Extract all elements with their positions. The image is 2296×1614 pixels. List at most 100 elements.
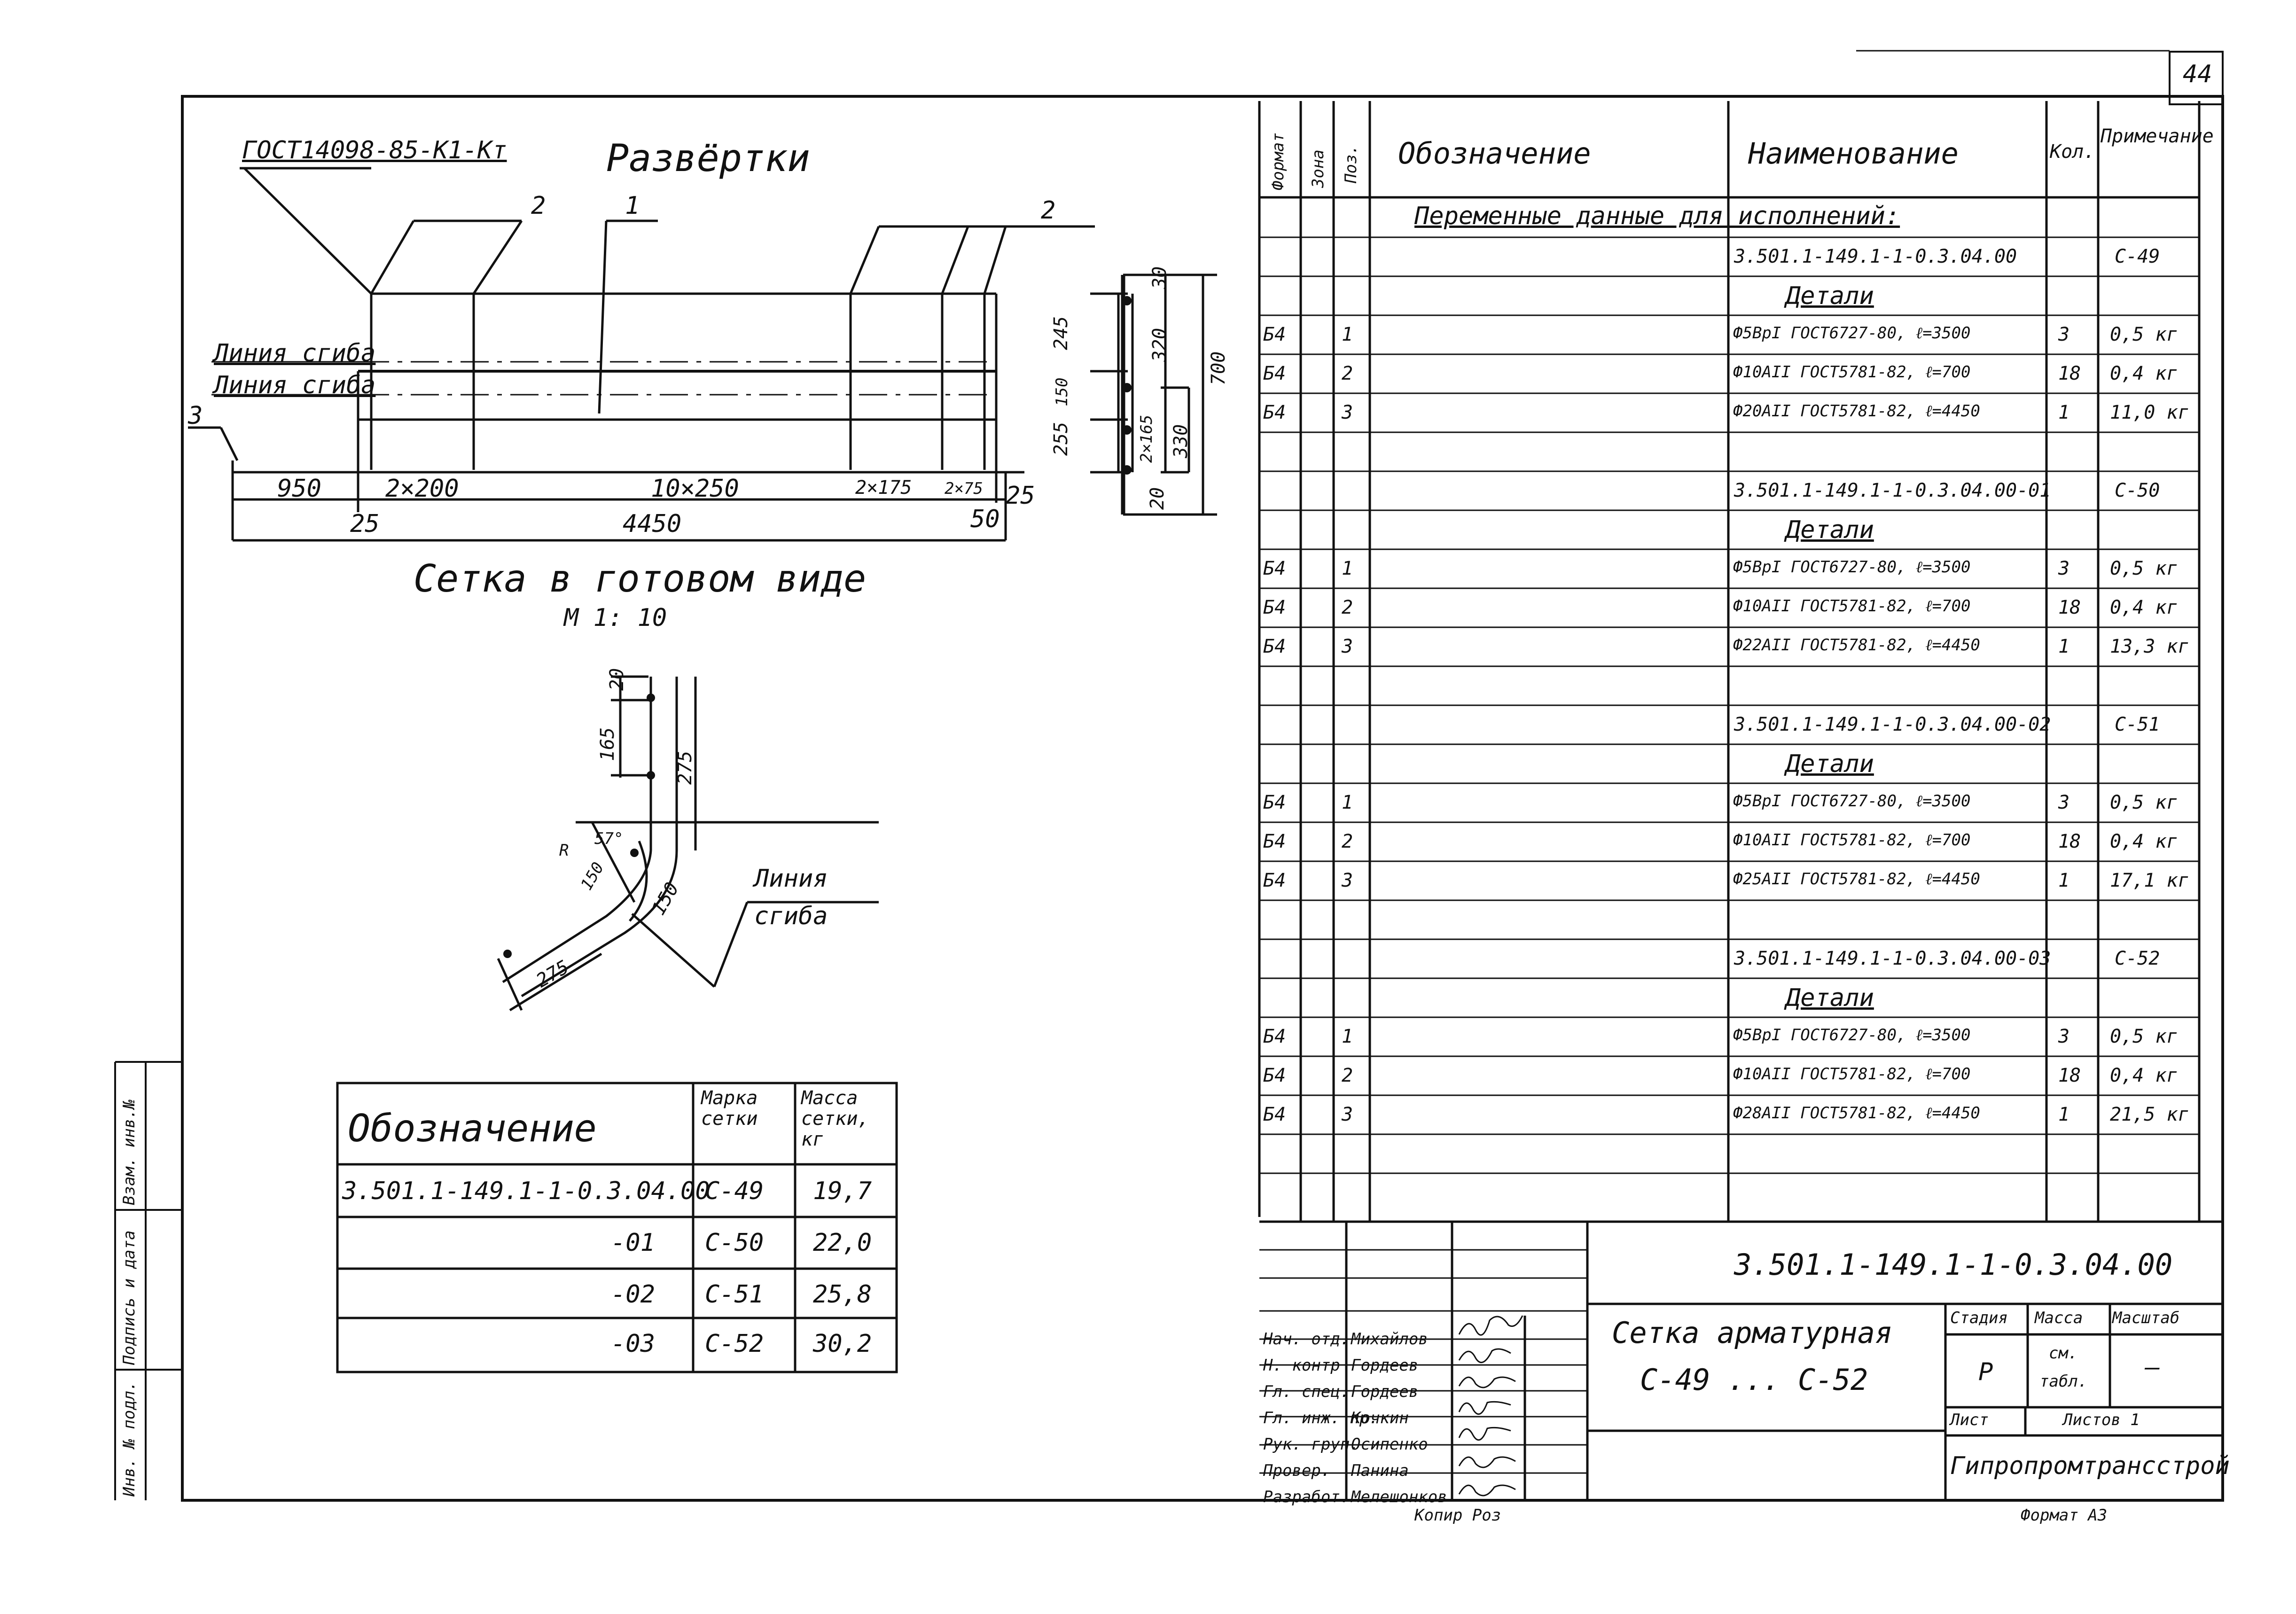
- spec-item-qty: 18: [2058, 363, 2081, 384]
- spec-item-name: Ф5ВрI ГОСТ6727-80, ℓ=3500: [1733, 324, 1971, 343]
- position-3-label: 3: [188, 402, 203, 430]
- signature-role: Гл. спец.: [1263, 1382, 1350, 1401]
- spec-item-note: 0,5 кг: [2110, 324, 2178, 345]
- dim-25-right: 25: [1006, 482, 1035, 510]
- razvertki-title: Развёртки: [606, 136, 810, 180]
- scale-value: —: [2145, 1353, 2160, 1381]
- spec-item-name: Ф22АII ГОСТ5781-82, ℓ=4450: [1733, 636, 1980, 655]
- dim-330: 330: [1170, 424, 1192, 458]
- signature-person: Кочкин: [1351, 1409, 1409, 1427]
- mass-row-mass: 25,8: [813, 1280, 872, 1309]
- signature-role: Разработ.: [1263, 1488, 1350, 1506]
- spec-item-qty: 18: [2058, 1065, 2081, 1086]
- document-name-line-2: С-49 ... С-52: [1640, 1363, 1868, 1397]
- bend-radius-r: R: [559, 841, 569, 860]
- dim-4450: 4450: [623, 510, 682, 538]
- mass-row-mark: С-50: [705, 1229, 764, 1257]
- spec-item-qty: 3: [2058, 324, 2070, 345]
- spec-item-name: Ф28АII ГОСТ5781-82, ℓ=4450: [1733, 1104, 1980, 1123]
- spec-item-note: 0,4 кг: [2110, 363, 2178, 384]
- spec-item-name: Ф10АII ГОСТ5781-82, ℓ=700: [1733, 597, 1971, 616]
- spec-item-name: Ф10АII ГОСТ5781-82, ℓ=700: [1733, 831, 1971, 850]
- spec-item-name: Ф25АII ГОСТ5781-82, ℓ=4450: [1733, 870, 1980, 889]
- dim-255: 255: [1050, 421, 1072, 456]
- mass-row-mass: 30,2: [813, 1330, 872, 1358]
- dim-10x250: 10×250: [651, 475, 739, 503]
- dim-20: 20: [1147, 487, 1168, 510]
- bend-dim-275: 275: [674, 750, 696, 785]
- scale-label: М 1: 10: [564, 604, 667, 632]
- dim-2x165: 2×165: [1137, 414, 1156, 463]
- side-stamp-inv: Инв. № подл.: [120, 1381, 139, 1497]
- spec-item-note: 0,4 кг: [2110, 597, 2178, 618]
- spec-group-code: 3.501.1-149.1-1-0.3.04.00-02: [1734, 714, 2051, 735]
- spec-item-note: 0,5 кг: [2110, 1026, 2178, 1047]
- position-1-label: 1: [625, 192, 640, 220]
- spec-group-code: 3.501.1-149.1-1-0.3.04.00-01: [1734, 480, 2051, 501]
- bend-dim-20: 20: [606, 668, 628, 691]
- spec-item-note: 0,4 кг: [2110, 831, 2178, 852]
- bend-line-label-2: Линия сгиба: [214, 371, 376, 399]
- spec-item-note: 13,3 кг: [2110, 636, 2189, 657]
- dim-2x200: 2×200: [385, 475, 459, 503]
- spec-header-pos: Поз.: [1342, 145, 1360, 183]
- spec-header-name: Наименование: [1748, 136, 1959, 171]
- mass-row-designation: -02: [611, 1280, 655, 1309]
- mass-value-1: см.: [2049, 1344, 2078, 1363]
- spec-item-name: Ф20АII ГОСТ5781-82, ℓ=4450: [1733, 402, 1980, 421]
- dim-2x175: 2×175: [855, 477, 912, 499]
- spec-header-format: Формат: [1269, 133, 1288, 190]
- mass-table-header-mark: Марка сетки: [701, 1087, 758, 1130]
- dim-245: 245: [1050, 316, 1072, 350]
- spec-item-note: 0,5 кг: [2110, 558, 2178, 579]
- spec-details-heading: Детали: [1786, 750, 1874, 778]
- position-2-label-right: 2: [1041, 196, 1056, 225]
- signature-person: Гордеев: [1351, 1356, 1419, 1375]
- copied-by: Копир Роз: [1414, 1506, 1501, 1525]
- spec-item-format: Б4: [1263, 1026, 1286, 1047]
- finished-mesh-title: Сетка в готовом виде: [414, 557, 867, 600]
- organization-name: Гипропромтрансстрой: [1950, 1452, 2230, 1480]
- mass-row-mark: С-52: [705, 1330, 764, 1358]
- spec-group-mark: С-52: [2115, 948, 2160, 969]
- spec-item-position: 2: [1342, 597, 1353, 618]
- stage-label: Стадия: [1950, 1309, 2008, 1327]
- document-name-line-1: Сетка арматурная: [1612, 1316, 1893, 1350]
- spec-item-note: 17,1 кг: [2110, 870, 2189, 891]
- spec-item-position: 1: [1342, 792, 1353, 813]
- spec-item-qty: 3: [2058, 558, 2070, 579]
- mass-label: Масса: [2035, 1309, 2083, 1327]
- spec-item-format: Б4: [1263, 636, 1286, 657]
- dim-700: 700: [1208, 351, 1229, 385]
- position-2-label: 2: [531, 192, 546, 220]
- signature-person: Михайлов: [1351, 1330, 1428, 1349]
- spec-item-qty: 3: [2058, 792, 2070, 813]
- spec-item-position: 3: [1342, 870, 1353, 891]
- spec-item-format: Б4: [1263, 1104, 1286, 1125]
- spec-item-position: 2: [1342, 831, 1353, 852]
- dim-150: 150: [1053, 377, 1071, 406]
- spec-group-mark: С-50: [2115, 480, 2160, 501]
- mass-table-header-designation: Обозначение: [348, 1107, 597, 1150]
- bend-line-label-1: Линия сгиба: [214, 339, 376, 367]
- spec-item-position: 2: [1342, 363, 1353, 384]
- spec-group-code: 3.501.1-149.1-1-0.3.04.00: [1734, 246, 2017, 267]
- signature-role: Гл. инж. пр.: [1263, 1409, 1379, 1427]
- dim-25-left: 25: [350, 510, 380, 538]
- spec-header-zone: Зона: [1309, 149, 1328, 188]
- dim-30: 30: [1149, 266, 1171, 289]
- spec-header-qty: Кол.: [2050, 141, 2095, 163]
- spec-item-format: Б4: [1263, 831, 1286, 852]
- spec-item-position: 1: [1342, 558, 1353, 579]
- signature-person: Панина: [1351, 1461, 1409, 1480]
- spec-item-name: Ф10АII ГОСТ5781-82, ℓ=700: [1733, 363, 1971, 382]
- dim-50: 50: [970, 505, 1000, 533]
- dim-950: 950: [277, 475, 321, 503]
- gost-label: ГОСТ14098-85-К1-Кт: [242, 136, 507, 164]
- spec-details-heading: Детали: [1786, 282, 1874, 310]
- spec-item-format: Б4: [1263, 1065, 1286, 1086]
- spec-item-position: 1: [1342, 1026, 1353, 1047]
- spec-group-code: 3.501.1-149.1-1-0.3.04.00-03: [1734, 948, 2051, 969]
- spec-details-heading: Детали: [1786, 984, 1874, 1012]
